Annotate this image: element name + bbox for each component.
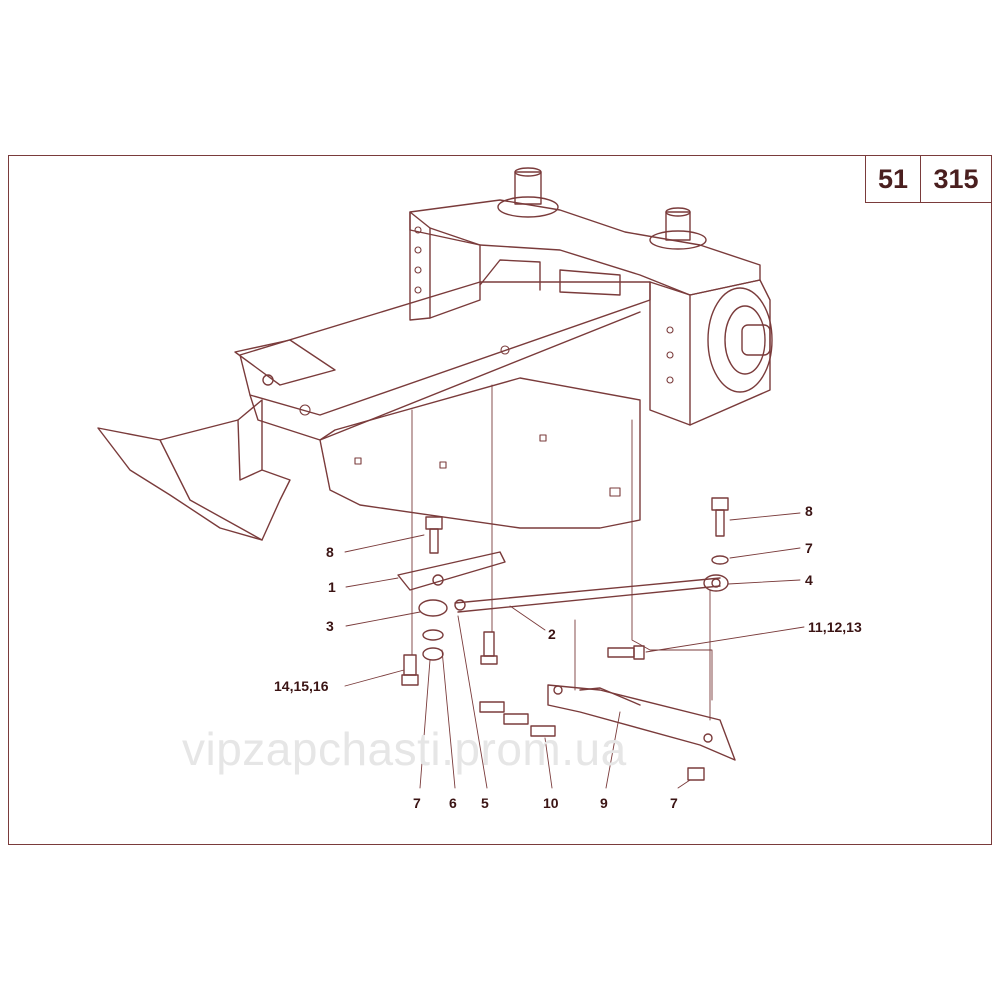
callout-14-15-16: 14,15,16 [274,678,329,694]
watermark-text: vipzapchasti.prom.ua [182,723,627,775]
callout-7-right: 7 [805,540,813,556]
tie-rod-assembly [397,497,736,781]
callout-5: 5 [481,795,489,811]
callout-2: 2 [548,626,556,642]
callout-10: 10 [543,795,559,811]
reference-page-number: 315 [933,163,979,194]
callout-9: 9 [600,795,608,811]
output-shafts [497,167,707,250]
callout-7-bottom-right: 7 [670,795,678,811]
callout-3: 3 [326,618,334,634]
assembly-guide-lines [411,384,713,721]
callout-6: 6 [449,795,457,811]
diagram-frame [8,155,992,845]
callout-leaders [344,512,805,789]
callout-1: 1 [328,579,336,595]
reference-group-number: 51 [866,156,921,202]
reference-box: 51 315 [865,155,992,203]
callout-8-left: 8 [326,544,334,560]
callout-11-12-13: 11,12,13 [808,619,862,635]
callout-7-bottom-left: 7 [413,795,421,811]
callout-8-right: 8 [805,503,813,519]
callout-4: 4 [805,572,813,588]
plate-holes [299,226,674,497]
axle-housing [97,199,773,541]
